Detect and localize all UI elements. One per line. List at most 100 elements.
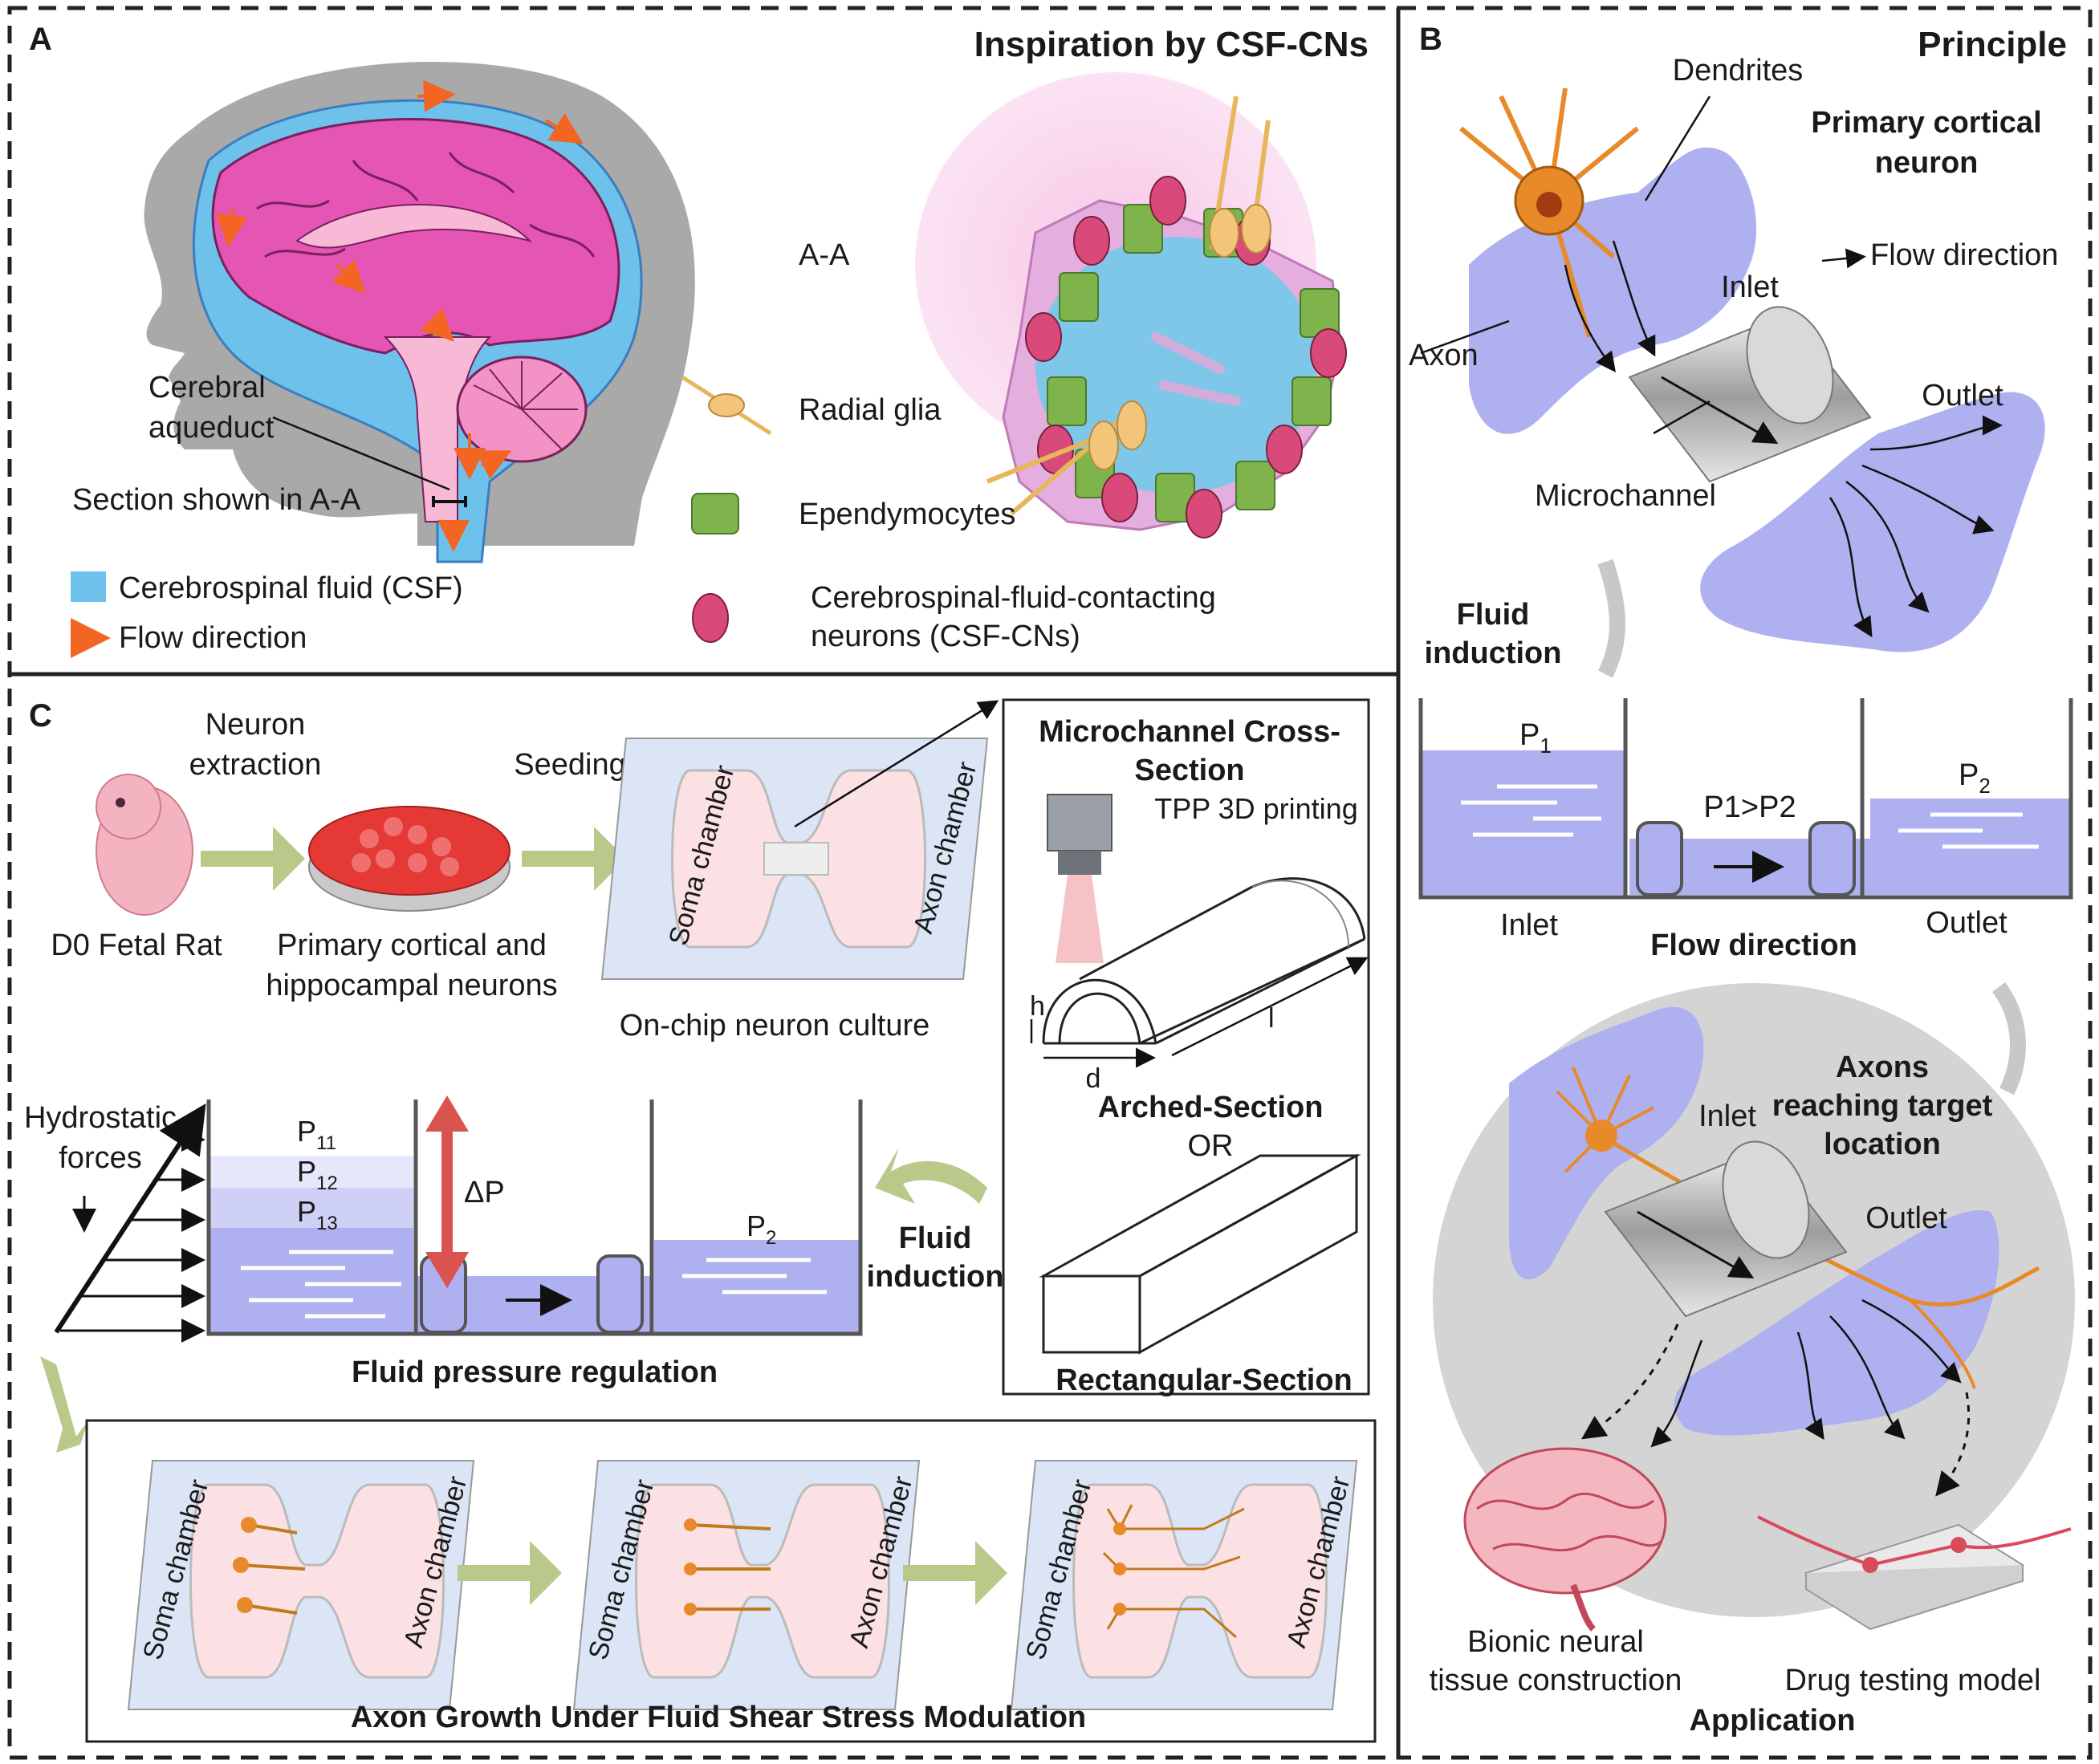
csf-flow-arrows	[216, 79, 584, 552]
inlet-label-tank: Inlet	[1500, 908, 1558, 942]
panel-c: C Neuron extraction Seeding D0 Fetal Rat…	[24, 698, 1377, 1743]
cross-section-box	[1002, 698, 1370, 1396]
axons-label-3: location	[1824, 1128, 1941, 1161]
flow-direction-legend: Flow direction	[1870, 238, 2058, 272]
seeding-label: Seeding	[514, 748, 625, 782]
aqueduct-leader-line	[272, 416, 450, 491]
tpp-label: TPP 3D printing	[1154, 792, 1357, 825]
cross-section-title-1: Microchannel Cross-	[1039, 715, 1340, 749]
fluid-pressure-regulation-label: Fluid pressure regulation	[352, 1356, 718, 1389]
cerebral-aqueduct-2: aqueduct	[148, 411, 275, 445]
csfcn-label-1: Cerebrospinal-fluid-contacting	[811, 581, 1216, 615]
brain-gyri	[256, 152, 596, 258]
tank-c	[206, 1095, 863, 1336]
l-label: l	[1268, 1003, 1275, 1034]
d-label: d	[1086, 1063, 1101, 1094]
growth-arrow-1	[458, 1541, 562, 1605]
arrow-to-axon-growth	[40, 1356, 88, 1453]
section-shown-label: Section shown in A-A	[72, 483, 361, 517]
rectangular-section-drawing	[1039, 1153, 1361, 1355]
growth-arrow-2	[903, 1541, 1007, 1605]
axon-growth-chip-3	[1010, 1460, 1358, 1710]
inlet-label-bottom: Inlet	[1698, 1099, 1756, 1133]
outlet-label-bottom: Outlet	[1865, 1201, 1947, 1235]
panel-c-letter: C	[29, 698, 52, 734]
drug-label: Drug testing model	[1785, 1664, 2041, 1697]
dendrite-leader	[1644, 96, 1711, 201]
flow-lines-top	[1564, 240, 2003, 638]
p2-label-c: P2	[746, 1209, 776, 1249]
application-arrow-1	[1581, 1323, 1679, 1440]
axon-growth-box	[85, 1419, 1377, 1743]
axon-growth-chip-2	[572, 1460, 921, 1710]
curved-arrow-b2	[1991, 982, 2026, 1095]
outlet-chamber-top	[1700, 392, 2045, 652]
microchannel-cylinder	[1628, 306, 1872, 483]
hydrostatic-label-2: forces	[59, 1141, 141, 1175]
primary-neurons-label-1: Primary cortical and	[277, 929, 547, 962]
fetal-rat-icon	[96, 774, 193, 916]
petri-dish-icon	[308, 806, 511, 912]
radial-glia-icon	[681, 375, 772, 436]
fluid-induction-c-1: Fluid	[899, 1221, 972, 1255]
cross-section-pointer	[794, 700, 999, 828]
panel-borders	[7, 6, 2093, 1760]
mini-neuron-b	[1556, 1067, 2040, 1389]
bionic-label-1: Bionic neural	[1467, 1625, 1644, 1659]
onchip-label: On-chip neuron culture	[620, 1009, 930, 1043]
microchannel-cylinder-b	[1604, 1140, 1848, 1318]
arrow-rat-to-dish	[201, 827, 305, 891]
arched-section-drawing	[1042, 877, 1366, 1045]
csfcn-label-2: neurons (CSF-CNs)	[811, 620, 1080, 653]
application-arrow-2	[1935, 1392, 1971, 1497]
p-compare: P1>P2	[1703, 791, 1796, 824]
or-label: OR	[1188, 1129, 1234, 1163]
fluid-induction-b-1: Fluid	[1457, 598, 1530, 632]
panel-b: B Principle Dendrites Primary cortical n…	[1409, 22, 2075, 1738]
primary-neuron	[1459, 87, 1639, 338]
drug-chip-icon	[1757, 1515, 2072, 1631]
arched-section-label: Arched-Section	[1098, 1091, 1324, 1124]
legend-csf-label: Cerebrospinal fluid (CSF)	[119, 571, 463, 605]
h-label: h	[1030, 991, 1045, 1022]
bionic-label-2: tissue construction	[1430, 1664, 1682, 1697]
axons-label-1: Axons	[1836, 1051, 1929, 1084]
curved-arrow-b1	[1597, 559, 1625, 678]
axon-leader	[1420, 319, 1510, 355]
flow-legend-arrow-b	[1821, 248, 1866, 269]
axon-growth-label: Axon Growth Under Fluid Shear Stress Mod…	[351, 1701, 1086, 1734]
p1-label: P1	[1519, 718, 1552, 758]
flow-lines-bottom	[1650, 1299, 1962, 1448]
p11-label: P11	[297, 1115, 336, 1154]
application-label: Application	[1690, 1704, 1856, 1738]
section-marker	[432, 496, 467, 507]
cerebral-aqueduct-1: Cerebral	[148, 371, 266, 404]
delta-p-label: ΔP	[464, 1176, 505, 1209]
arrow-dish-to-chip	[522, 827, 626, 891]
ependymocytes-label: Ependymocytes	[799, 498, 1015, 531]
cross-section-title-2: Section	[1134, 754, 1244, 787]
dendrites-label: Dendrites	[1673, 54, 1804, 87]
fetal-rat-label: D0 Fetal Rat	[51, 929, 222, 962]
cerebellum	[456, 356, 588, 463]
section-cell-ring	[1025, 176, 1347, 539]
csf-cn-icon	[692, 593, 729, 643]
p12-label: P12	[297, 1155, 338, 1194]
inlet-label-b: Inlet	[1721, 270, 1779, 304]
neuron-extraction-2: extraction	[189, 748, 322, 782]
brain-cerebrum	[211, 118, 620, 355]
panel-b-title: Principle	[1918, 25, 2067, 64]
panel-a-title: Inspiration by CSF-CNs	[974, 25, 1369, 64]
fluid-induction-c-2: induction	[867, 1260, 1004, 1294]
primary-neuron-label-1: Primary cortical	[1811, 106, 2041, 140]
neuron-extraction-1: Neuron	[205, 708, 306, 742]
p13-label: P13	[297, 1195, 338, 1234]
delta-p-arrow	[425, 1095, 469, 1288]
microchannel-label: Microchannel	[1535, 479, 1716, 513]
outlet-label-tank: Outlet	[1926, 906, 2007, 940]
ependymocyte-icon	[691, 493, 739, 534]
panel-b-letter: B	[1419, 22, 1442, 57]
primary-neurons-label-2: hippocampal neurons	[266, 969, 557, 1002]
rectangular-section-label: Rectangular-Section	[1056, 1364, 1353, 1397]
